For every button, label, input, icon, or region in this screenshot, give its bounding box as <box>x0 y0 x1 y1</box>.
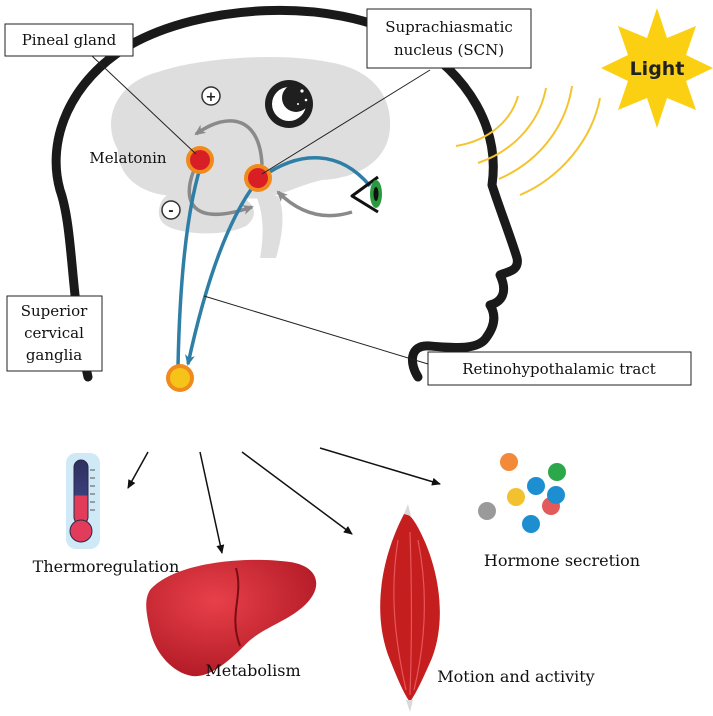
moon-icon <box>265 80 313 128</box>
metabolism-label: Metabolism <box>205 661 300 680</box>
scn-label: Suprachiasmatic nucleus (SCN) <box>366 8 532 69</box>
pineal-gland-node <box>186 146 214 174</box>
melatonin-label: Melatonin <box>89 149 166 167</box>
thermoregulation-label: Thermoregulation <box>33 557 180 576</box>
hormone-dots <box>478 453 566 533</box>
hormone-dot <box>522 515 540 533</box>
leader-pineal <box>91 55 197 155</box>
scg-label: Superior cervical ganglia <box>6 295 103 372</box>
sun-icon: Light <box>601 8 713 128</box>
arrow-to-thermoregulation <box>127 451 149 489</box>
motion-label: Motion and activity <box>437 667 594 686</box>
svg-text:Pineal gland: Pineal gland <box>22 31 117 49</box>
cerebellum <box>158 188 254 234</box>
hormone-dot <box>507 488 525 506</box>
brainstem <box>256 196 283 258</box>
hormone-dot <box>478 502 496 520</box>
svg-text:Retinohypothalamic tract: Retinohypothalamic tract <box>462 360 656 378</box>
tract-eye-to-scn <box>260 156 372 188</box>
hormone-dot <box>548 463 566 481</box>
light-label: Light <box>630 58 685 80</box>
minus-sign: - <box>161 200 181 220</box>
hormone-dot <box>500 453 518 471</box>
svg-text:nucleus (SCN): nucleus (SCN) <box>394 41 504 59</box>
plus-sign: + <box>201 86 221 106</box>
scn-node <box>244 164 272 192</box>
head-outline <box>51 5 522 382</box>
tract-scn-to-ganglia <box>185 178 260 366</box>
svg-text:cervical: cervical <box>24 324 84 342</box>
leader-rht <box>203 295 429 365</box>
gray-arrow-scn-to-pineal <box>194 119 264 166</box>
svg-text:Suprachiasmatic: Suprachiasmatic <box>385 18 513 36</box>
leader-scn <box>261 69 431 175</box>
light-rays <box>455 85 601 196</box>
hormone-dot <box>527 477 545 495</box>
muscle-icon <box>380 504 440 712</box>
svg-text:ganglia: ganglia <box>26 346 82 364</box>
arrow-to-motion <box>241 451 353 535</box>
rht-label: Retinohypothalamic tract <box>427 351 692 386</box>
hormone-dot <box>547 486 565 504</box>
liver-icon <box>146 559 317 677</box>
arrow-to-metabolism <box>199 451 225 554</box>
superior-cervical-ganglia-node <box>166 364 194 392</box>
svg-text:Superior: Superior <box>21 302 88 320</box>
hormone-secretion-label: Hormone secretion <box>484 551 640 570</box>
arrow-to-hormone <box>319 447 441 486</box>
pineal-gland-label: Pineal gland <box>4 23 134 57</box>
gray-arrow-eye-to-scn <box>276 190 353 218</box>
svg-text:+: + <box>206 90 217 105</box>
gray-arrow-pineal-feedback <box>187 169 254 217</box>
eye-icon <box>350 175 382 214</box>
svg-text:-: - <box>168 204 173 219</box>
thermometer-icon <box>66 453 100 549</box>
